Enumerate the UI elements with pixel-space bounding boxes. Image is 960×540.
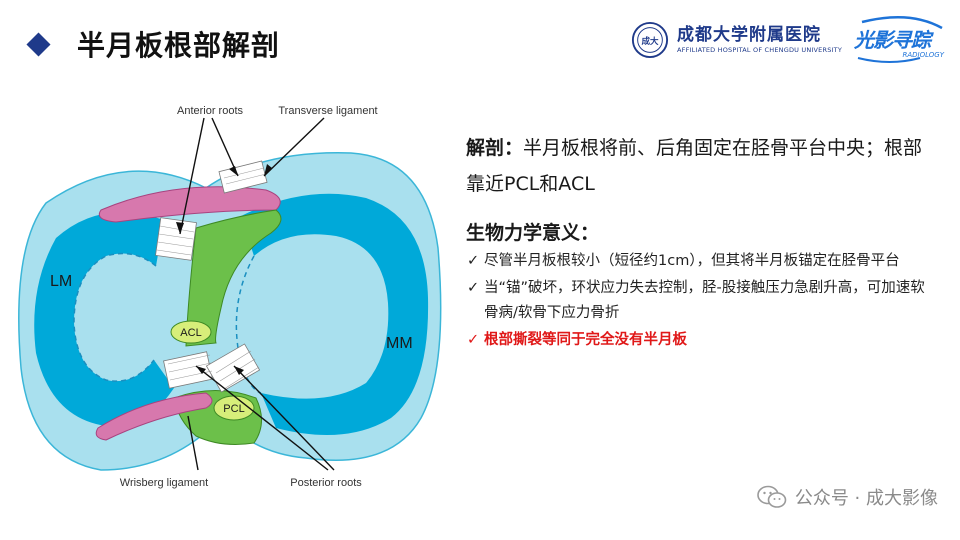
check-icon: ✓ xyxy=(467,280,480,296)
content-panel: 解剖：半月板根将前、后角固定在胫骨平台中央；根部靠近PCL和ACL 生物力学意义… xyxy=(466,130,926,353)
label-wrisberg-ligament: Wrisberg ligament xyxy=(120,477,208,489)
biomechanics-heading: 生物力学意义： xyxy=(466,222,600,244)
bullet-text: 当“锚”破坏，环状应力失去控制，胫-股接触压力急剧升高，可加速软骨病/软骨下应力… xyxy=(484,280,925,321)
wechat-icon xyxy=(757,485,787,508)
pcl-label: PCL xyxy=(223,403,244,415)
check-icon: ✓ xyxy=(467,253,480,269)
meniscus-root-diagram: ACL PCL Anterior roots Transverse ligame… xyxy=(18,105,442,489)
anatomy-text: 半月板根将前、后角固定在胫骨平台中央；根部靠近PCL和ACL xyxy=(466,137,923,195)
hospital-seal-icon: 成大 xyxy=(631,21,669,59)
page-title: 半月板根部解剖 xyxy=(77,29,281,62)
bullet-item: ✓ 尽管半月板根较小（短径约1cm），但其将半月板锚定在胫骨平台 xyxy=(466,249,926,274)
acl-oval xyxy=(170,320,212,344)
medial-meniscus xyxy=(241,193,429,436)
brand-name-cn: 光影寻踪 xyxy=(854,28,931,52)
logo-group: 成大 成都大学附属医院 AFFILIATED HOSPITAL OF CHENG… xyxy=(631,14,946,66)
diamond-bullet-icon xyxy=(26,31,51,57)
label-lm: LM xyxy=(50,273,72,290)
check-icon: ✓ xyxy=(467,332,480,348)
bullet-text-highlight: 根部撕裂等同于完全没有半月板 xyxy=(484,332,687,348)
anatomy-label: 解剖： xyxy=(466,137,524,159)
label-mm: MM xyxy=(386,335,413,352)
watermark-text: 公众号 · 成大影像 xyxy=(794,488,938,509)
bullet-item: ✓ 当“锚”破坏，环状应力失去控制，胫-股接触压力急剧升高，可加速软骨病/软骨下… xyxy=(466,276,926,326)
lateral-meniscus xyxy=(34,212,174,427)
watermark: 公众号 · 成大影像 xyxy=(757,484,938,510)
pointer-arrowheads xyxy=(176,164,272,375)
brand-swoosh-icon xyxy=(857,15,943,63)
hospital-name: 成都大学附属医院 AFFILIATED HOSPITAL OF CHENGDU … xyxy=(676,24,842,54)
seal-text: 成大 xyxy=(641,35,659,47)
brand-logo: 光影寻踪 RADIOLOGY xyxy=(850,14,946,66)
wrisberg-ligament-shape xyxy=(95,392,213,441)
hospital-name-cn: 成都大学附属医院 xyxy=(676,24,821,45)
lm-inner-rim xyxy=(73,252,157,382)
acl-label: ACL xyxy=(180,327,201,339)
bullet-text: 尽管半月板根较小（短径约1cm），但其将半月板锚定在胫骨平台 xyxy=(484,253,900,269)
anatomy-paragraph: 解剖：半月板根将前、后角固定在胫骨平台中央；根部靠近PCL和ACL xyxy=(466,130,926,202)
title-bar: 半月板根部解剖 xyxy=(26,22,280,66)
label-transverse-ligament: Transverse ligament xyxy=(278,105,377,117)
brand-name-en: RADIOLOGY xyxy=(902,51,944,59)
root-fibers xyxy=(155,160,268,393)
label-anterior-roots: Anterior roots xyxy=(177,105,244,117)
label-posterior-roots: Posterior roots xyxy=(290,477,362,489)
bullet-item-highlight: ✓ 根部撕裂等同于完全没有半月板 xyxy=(466,328,926,353)
root-fiber-lines xyxy=(156,167,267,390)
hospital-name-en: AFFILIATED HOSPITAL OF CHENGDU UNIVERSIT… xyxy=(676,45,842,54)
pointer-lines xyxy=(179,117,335,471)
